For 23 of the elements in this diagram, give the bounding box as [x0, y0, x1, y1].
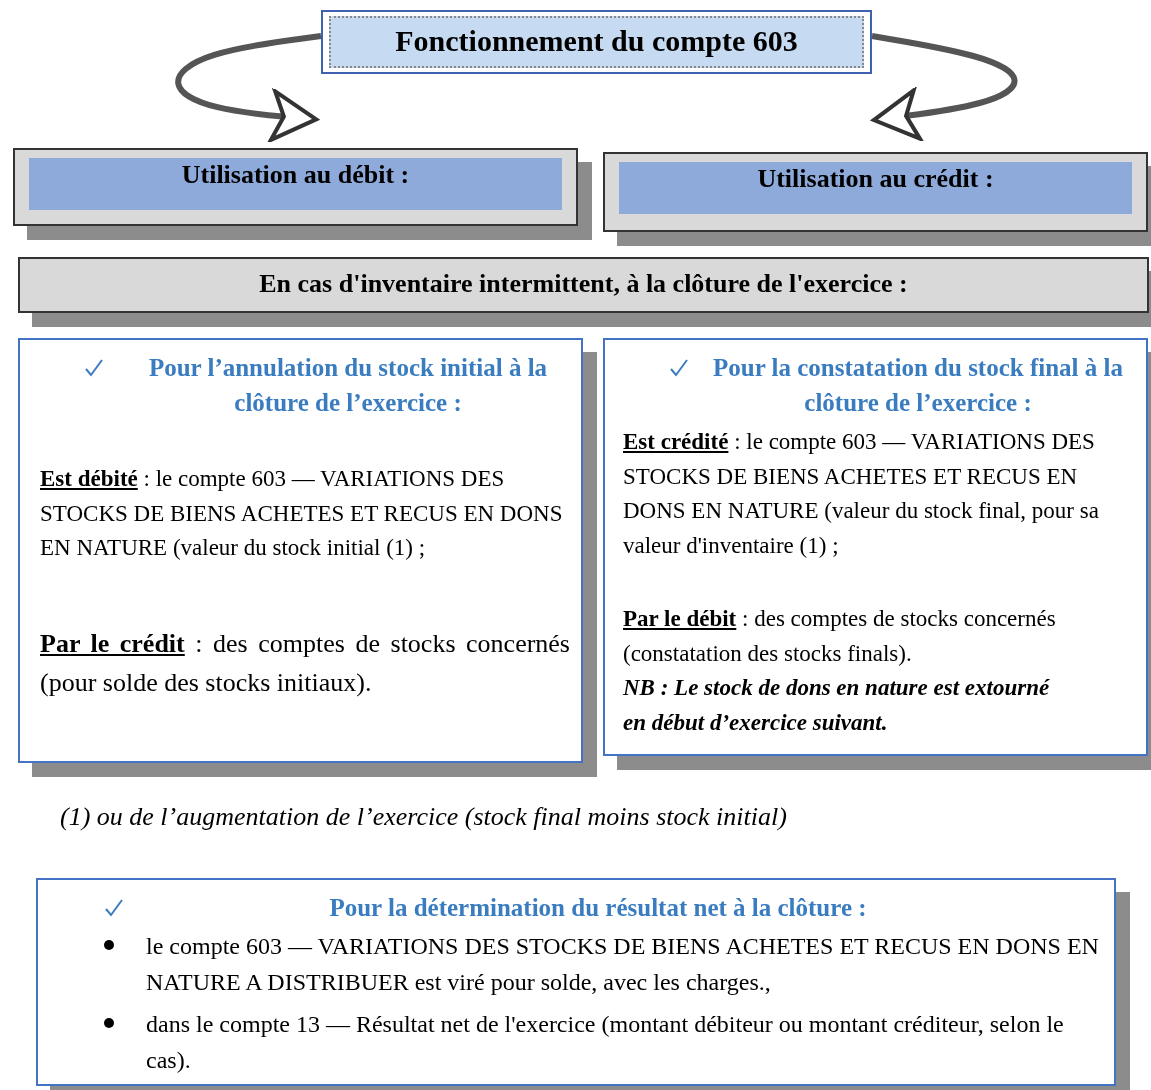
card-heading: Pour l’annulation du stock initial à la clôture de l’exercice : [147, 353, 549, 418]
curved-arrow [871, 33, 1018, 141]
section-heading: Utilisation au débit : [180, 160, 411, 190]
title-box [321, 10, 872, 74]
body-text: Est crédité : le compte 603 — VARIATIONS DES STOCKS DE BIENS ACHETES ET RECUS EN DONS EN NATURE (valeur du stock final, pour sa valeur d'inventaire (1) ; [623, 428, 1100, 560]
footnote: (1) ou de l’augmentation de l’exercice (stock final moins stock initial) [60, 802, 787, 832]
card-heading: Pour la constatation du stock final à la clôture de l’exercice : [713, 353, 1123, 418]
body-text: Par le crédit : des comptes de stocks concernés (pour solde des stocks initiaux). [40, 628, 570, 699]
text-card [36, 878, 1116, 1086]
title-box-label: Fonctionnement du compte 603 [394, 24, 799, 58]
section-tab [603, 152, 1148, 232]
note-text: NB : Le stock de dons en nature est extourné en début d’exercice suivant. [623, 674, 1051, 737]
body-text: Par le débit : des comptes de stocks concernés (constatation des stocks finals). [623, 605, 1057, 668]
text-card [18, 338, 583, 763]
section-heading: Utilisation au crédit : [756, 164, 995, 194]
section-tab [13, 148, 578, 226]
curved-arrow [175, 33, 322, 142]
body-text: Est débité : le compte 603 — VARIATIONS DES STOCKS DE BIENS ACHETES ET RECUS EN DONS EN NATURE (valeur du stock initial (1) ; [40, 465, 564, 562]
card-heading: Pour la détermination du résultat net à la clôture : [328, 893, 868, 923]
bullet-text: dans le compte 13 — Résultat net de l'exercice (montant débiteur ou montant créditeur, selon le cas). [146, 1010, 1065, 1075]
condition-bar [18, 257, 1149, 313]
text-card [603, 338, 1148, 756]
condition-heading: En cas d'inventaire intermittent, à la clôture de l'exercice : [258, 269, 909, 299]
